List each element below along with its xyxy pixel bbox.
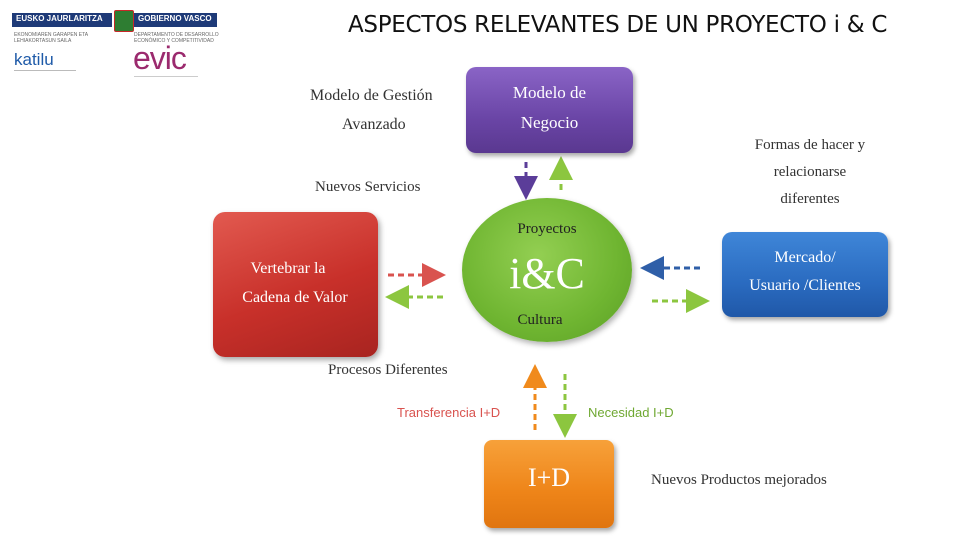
- formas-line3: diferentes: [780, 191, 840, 207]
- evic-underline: [134, 76, 198, 85]
- formas-line2: relacionarse: [773, 164, 847, 180]
- vertebrar-line1: Vertebrar la: [250, 260, 326, 277]
- logo-bar-left: EUSKO JAURLARITZA: [12, 13, 112, 27]
- procesos-label: Procesos Diferentes: [328, 362, 448, 378]
- proyectos-label: Proyectos: [517, 221, 577, 237]
- mercado-line1: Mercado/: [774, 249, 836, 266]
- vertebrar-cadena-box: [213, 212, 378, 357]
- modelo-negocio-line1: Modelo de: [512, 83, 587, 102]
- ic-label: i&C: [509, 249, 585, 298]
- id-label: I+D: [527, 463, 571, 492]
- modelo-gestion-line2: Avanzado: [342, 116, 406, 133]
- transferencia-label: Transferencia I+D: [397, 405, 501, 420]
- evic-logo: evic: [133, 40, 187, 76]
- mercado-usuario-box: [722, 232, 888, 317]
- basque-government-logo: EUSKO JAURLARITZA GOBIERNO VASCO EKONOMI…: [12, 10, 219, 46]
- katilu-underline: [14, 70, 76, 79]
- necesidad-label: Necesidad I+D: [588, 405, 674, 420]
- id-box: [484, 440, 614, 528]
- vertebrar-line2: Cadena de Valor: [242, 289, 348, 306]
- page-title: ASPECTOS RELEVANTES DE UN PROYECTO i & C: [348, 12, 888, 38]
- logo-sub-right: DEPARTAMENTO DE DESARROLLO ECONÓMICO Y C…: [134, 32, 219, 44]
- basque-shield-icon: [114, 10, 134, 32]
- mercado-line2: Usuario /Clientes: [749, 277, 861, 294]
- formas-line1: Formas de hacer y: [754, 137, 866, 153]
- logo-text-left: EUSKO JAURLARITZA: [16, 14, 103, 23]
- nuevos-servicios-label: Nuevos Servicios: [315, 179, 421, 195]
- ic-center-circle: [462, 198, 632, 342]
- logo-sub-left: EKONOMIAREN GARAPEN ETA LEHIAKORTASUN SA…: [14, 32, 88, 44]
- cultura-label: Cultura: [517, 312, 563, 328]
- modelo-negocio-box: [466, 67, 633, 153]
- logo-text-right: GOBIERNO VASCO: [138, 14, 212, 23]
- katilu-logo: katilu: [14, 50, 54, 69]
- modelo-gestion-line1: Modelo de Gestión: [310, 87, 433, 104]
- logo-bar-right: GOBIERNO VASCO: [134, 13, 217, 27]
- modelo-negocio-line2: Negocio: [520, 113, 579, 132]
- nuevos-productos-label: Nuevos Productos mejorados: [651, 472, 827, 488]
